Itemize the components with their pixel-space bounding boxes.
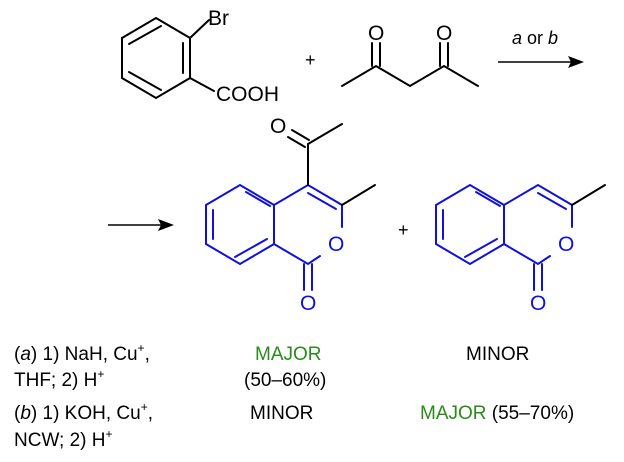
product-1-ring-oxygen: O: [328, 233, 344, 256]
product-1-carbonyl-oxygen: O: [300, 292, 316, 315]
condition-a-label: a: [20, 344, 31, 365]
condition-a-product-2-outcome: MINOR: [466, 344, 529, 365]
product-1-substituents: [287, 123, 376, 206]
condition-b-line-2: NCW; 2) H+: [14, 427, 113, 451]
bromo-label: Br: [208, 7, 229, 30]
product-plus-sign: +: [398, 220, 409, 240]
condition-b-product-2-result: MAJOR (55–70%): [420, 403, 574, 424]
arrow-label-b: b: [548, 28, 558, 48]
product-2-ring-oxygen: O: [558, 233, 574, 256]
reactant-plus-sign: +: [305, 50, 316, 70]
arrow-label-or: or: [522, 28, 548, 48]
condition-a-line-2: THF; 2) H+: [14, 367, 104, 391]
condition-b-product-1-outcome: MINOR: [250, 403, 313, 424]
conditions-a: (a) 1) NaH, Cu+, THF; 2) H+ MAJOR (50–60…: [14, 341, 529, 391]
reactant-acetylacetone: [341, 42, 479, 88]
acac-oxygen-2: O: [436, 22, 452, 45]
reaction-arrow-2: [108, 219, 174, 231]
product-1-acetyl-isocoumarin: [205, 183, 343, 291]
condition-a-charge-1: +: [138, 341, 145, 355]
product-1-acetyl-oxygen: O: [270, 115, 286, 138]
condition-a-product-1-yield: (50–60%): [244, 370, 326, 391]
condition-b-product-2-yield: (55–70%): [487, 403, 575, 424]
condition-b-line-1: (b) 1) KOH, Cu+,: [14, 400, 153, 424]
arrow-label-a: a: [512, 28, 522, 48]
condition-b-charge-2: +: [105, 427, 112, 441]
condition-a-line-1: (a) 1) NaH, Cu+,: [14, 341, 150, 365]
reaction-arrow-1: [498, 56, 584, 68]
conditions-b: (b) 1) KOH, Cu+, NCW; 2) H+ MINOR MAJOR …: [14, 400, 574, 451]
condition-a-product-1-outcome: MAJOR: [255, 344, 322, 365]
condition-b-product-2-outcome: MAJOR: [420, 403, 487, 424]
reactant-2-bromobenzoic-acid: [121, 16, 215, 100]
arrow-label: a or b: [512, 28, 558, 48]
carboxylic-acid-label: COOH: [216, 83, 279, 106]
product-2-methyl: [571, 184, 606, 206]
condition-b-charge-1: +: [141, 400, 148, 414]
acac-oxygen-1: O: [368, 22, 384, 45]
condition-b-label: b: [20, 403, 31, 424]
product-2-isocoumarin: [435, 183, 573, 291]
product-2-carbonyl-oxygen: O: [530, 292, 546, 315]
condition-a-charge-2: +: [97, 367, 104, 381]
